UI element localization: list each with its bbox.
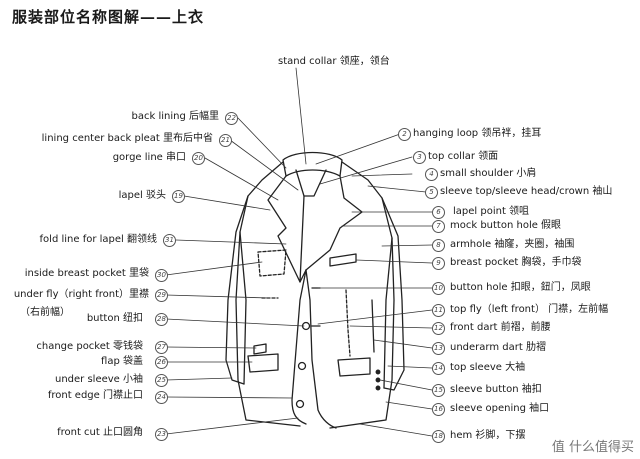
num-inside-breast: 30 bbox=[155, 269, 168, 282]
change-pocket bbox=[253, 343, 267, 355]
num-sleeve-button: 15 bbox=[432, 384, 445, 397]
num-flap: 26 bbox=[155, 356, 168, 369]
label-armhole: armhole 袖窿，夹圈，袖围 bbox=[450, 239, 575, 250]
num-change-pocket: 27 bbox=[155, 341, 168, 354]
num-button-hole: 10 bbox=[432, 282, 445, 295]
label-fold-line-for-lapel: fold line for lapel 翻领线 bbox=[39, 234, 157, 245]
left-sleeve bbox=[225, 195, 249, 385]
num-small-shoulder: 4 bbox=[425, 168, 438, 181]
num-under-fly: 29 bbox=[155, 289, 168, 302]
num-button: 28 bbox=[155, 313, 168, 326]
label-lapel-point: lapel point 领咀 bbox=[453, 206, 530, 217]
label-hanging-loop: hanging loop 领吊袢，挂耳 bbox=[413, 128, 542, 139]
label-under-sleeve: under sleeve 小袖 bbox=[54, 374, 143, 385]
label-stand-collar: stand collar 领座，领台 bbox=[278, 56, 390, 67]
breast-pocket bbox=[329, 253, 357, 267]
front-button-2 bbox=[297, 361, 307, 371]
label-change-pocket: change pocket 零钱袋 bbox=[36, 341, 143, 352]
num-front-cut: 23 bbox=[155, 428, 168, 441]
label-lining-center-back-pleat: lining center back pleat 里布后中省 bbox=[41, 133, 213, 144]
num-front-dart: 12 bbox=[432, 322, 445, 335]
label-flap: flap 袋盖 bbox=[101, 356, 143, 367]
collar-stand-shape bbox=[282, 151, 343, 177]
right-body-outline bbox=[329, 161, 395, 429]
num-front-edge: 24 bbox=[155, 391, 168, 404]
front-edge-line bbox=[291, 269, 307, 425]
leader-lines-right bbox=[295, 67, 433, 437]
num-fold-line: 31 bbox=[163, 234, 176, 247]
num-top-fly: 11 bbox=[432, 304, 445, 317]
label-small-shoulder: small shoulder 小肩 bbox=[440, 168, 537, 179]
num-gorge-line: 20 bbox=[192, 152, 205, 165]
underarm-dart bbox=[371, 299, 375, 353]
label-gorge-line: gorge line 串口 bbox=[112, 152, 186, 163]
diagram-title: 服装部位名称图解——上衣 bbox=[12, 8, 205, 26]
label-underarm-dart: underarm dart 肋褶 bbox=[450, 342, 546, 353]
num-sleeve-top: 5 bbox=[425, 186, 438, 199]
label-breast-pocket: breast pocket 胸袋，手巾袋 bbox=[450, 257, 582, 268]
label-top-collar: top collar 领面 bbox=[428, 151, 499, 162]
num-underarm-dart: 13 bbox=[432, 342, 445, 355]
num-hem: 18 bbox=[432, 430, 445, 443]
label-front-dart: front dart 前褶，前腰 bbox=[450, 322, 551, 333]
top-collar-shape bbox=[295, 169, 327, 197]
num-mock-button-hole: 7 bbox=[432, 220, 445, 233]
label-button: button 纽扣 bbox=[86, 313, 143, 324]
num-back-lining: 22 bbox=[225, 112, 238, 125]
label-lapel: lapel 驳头 bbox=[118, 190, 166, 201]
label-sleeve-button: sleeve button 袖扣 bbox=[450, 384, 542, 395]
sleeve-button-1 bbox=[375, 369, 381, 375]
label-inside-breast-pocket: inside breast pocket 里袋 bbox=[24, 268, 149, 279]
label-top-sleeve: top sleeve 大袖 bbox=[450, 362, 526, 373]
num-lapel: 19 bbox=[172, 190, 185, 203]
leader-lines-left bbox=[165, 117, 305, 435]
inside-breast-pocket bbox=[257, 249, 287, 277]
right-front-edge bbox=[305, 269, 337, 429]
watermark: 值 什么值得买 bbox=[551, 440, 634, 455]
right-flap bbox=[337, 357, 371, 377]
left-body-outline bbox=[235, 161, 301, 427]
num-top-sleeve: 14 bbox=[432, 362, 445, 375]
front-button-3 bbox=[295, 399, 305, 409]
num-top-collar: 3 bbox=[413, 151, 426, 164]
left-flap bbox=[247, 353, 279, 373]
label-top-fly: top fly（left front） 门襟，左前幅 bbox=[450, 304, 609, 315]
right-sleeve bbox=[381, 197, 405, 391]
label-hem: hem 衫脚，下摆 bbox=[450, 430, 526, 441]
num-sleeve-opening: 16 bbox=[432, 403, 445, 416]
sleeve-button-3 bbox=[375, 385, 381, 391]
label-front-cut: front cut 止口圆角 bbox=[57, 427, 143, 438]
num-under-sleeve: 25 bbox=[155, 374, 168, 387]
right-lapel-shape bbox=[305, 175, 363, 271]
label-under-fly-sub: （右前幅） bbox=[20, 307, 70, 318]
num-breast-pocket: 9 bbox=[432, 257, 445, 270]
num-hanging-loop: 2 bbox=[398, 128, 411, 141]
label-sleeve-opening: sleeve opening 袖口 bbox=[450, 403, 550, 414]
num-lining-center: 21 bbox=[219, 134, 232, 147]
label-mock-button-hole: mock button hole 假眼 bbox=[450, 220, 562, 231]
label-sleeve-top: sleeve top/sleeve head/crown 袖山 bbox=[440, 186, 613, 197]
num-armhole: 8 bbox=[432, 239, 445, 252]
label-under-fly: under fly（right front）里襟 bbox=[13, 289, 149, 300]
label-back-lining: back lining 后幅里 bbox=[131, 111, 219, 122]
label-button-hole: button hole 扣眼，鈕门，凤眼 bbox=[450, 282, 591, 293]
label-front-edge: front edge 门襟止口 bbox=[47, 390, 143, 401]
num-lapel-point: 6 bbox=[432, 206, 445, 219]
sleeve-button-2 bbox=[375, 377, 381, 383]
front-dart bbox=[345, 289, 351, 357]
